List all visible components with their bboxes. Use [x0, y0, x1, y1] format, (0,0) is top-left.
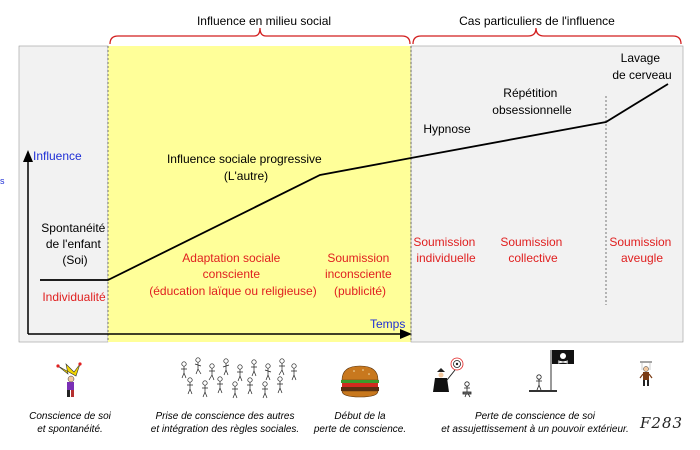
- y-axis-arrow: [23, 150, 33, 162]
- caption-soi: Conscience de soi et spontanéité.: [29, 411, 111, 435]
- influence-curve: [40, 83, 669, 281]
- stray-mark: s: [0, 176, 5, 186]
- burger-icon: [341, 365, 379, 398]
- phase-individualite: Individualité: [42, 290, 106, 304]
- label-repetition: Répétition obsessionnelle: [492, 86, 572, 117]
- x-axis-arrow: [400, 329, 412, 339]
- label-lavage: Lavage de cerveau: [612, 51, 671, 82]
- phase-soumission-collective: Soumission collective: [500, 235, 565, 265]
- hypnotist-icon: [433, 357, 472, 398]
- puppet-icon: [639, 361, 653, 386]
- label-spontaneite: Spontanéité de l'enfant (Soi): [41, 221, 108, 267]
- phase-soumission-aveugle: Soumission aveugle: [609, 235, 674, 265]
- phase-soumission-inconsciente: Soumission inconsciente (publicité): [325, 251, 395, 298]
- panel-cas-particuliers: [410, 45, 684, 343]
- pirate-flag-icon: [529, 350, 574, 392]
- panel-enfance: [18, 45, 109, 343]
- y-axis-label: Influence: [33, 149, 82, 163]
- x-axis-label: Temps: [370, 317, 405, 331]
- crowd-icon: [181, 357, 297, 399]
- header-cas-particuliers: Cas particuliers de l'influence: [459, 14, 615, 28]
- label-influence-progressive: Influence sociale progressive (L'autre): [167, 152, 325, 183]
- label-hypnose: Hypnose: [423, 122, 471, 136]
- caption-perte: Perte de conscience de soi et assujettis…: [441, 411, 629, 435]
- panel-influence-sociale: [108, 46, 411, 342]
- jester-icon: [56, 362, 82, 397]
- phase-adaptation: Adaptation sociale consciente (éducation…: [149, 251, 316, 298]
- brace-influence-sociale: [109, 27, 411, 45]
- caption-debut: Début de la perte de conscience.: [313, 411, 407, 435]
- signature: F283: [640, 414, 684, 432]
- header-influence-sociale: Influence en milieu social: [197, 14, 331, 28]
- phase-soumission-individuelle: Soumission individuelle: [413, 235, 478, 265]
- caption-regles: Prise de conscience des autres et intégr…: [150, 411, 300, 435]
- brace-cas-particuliers: [412, 27, 682, 45]
